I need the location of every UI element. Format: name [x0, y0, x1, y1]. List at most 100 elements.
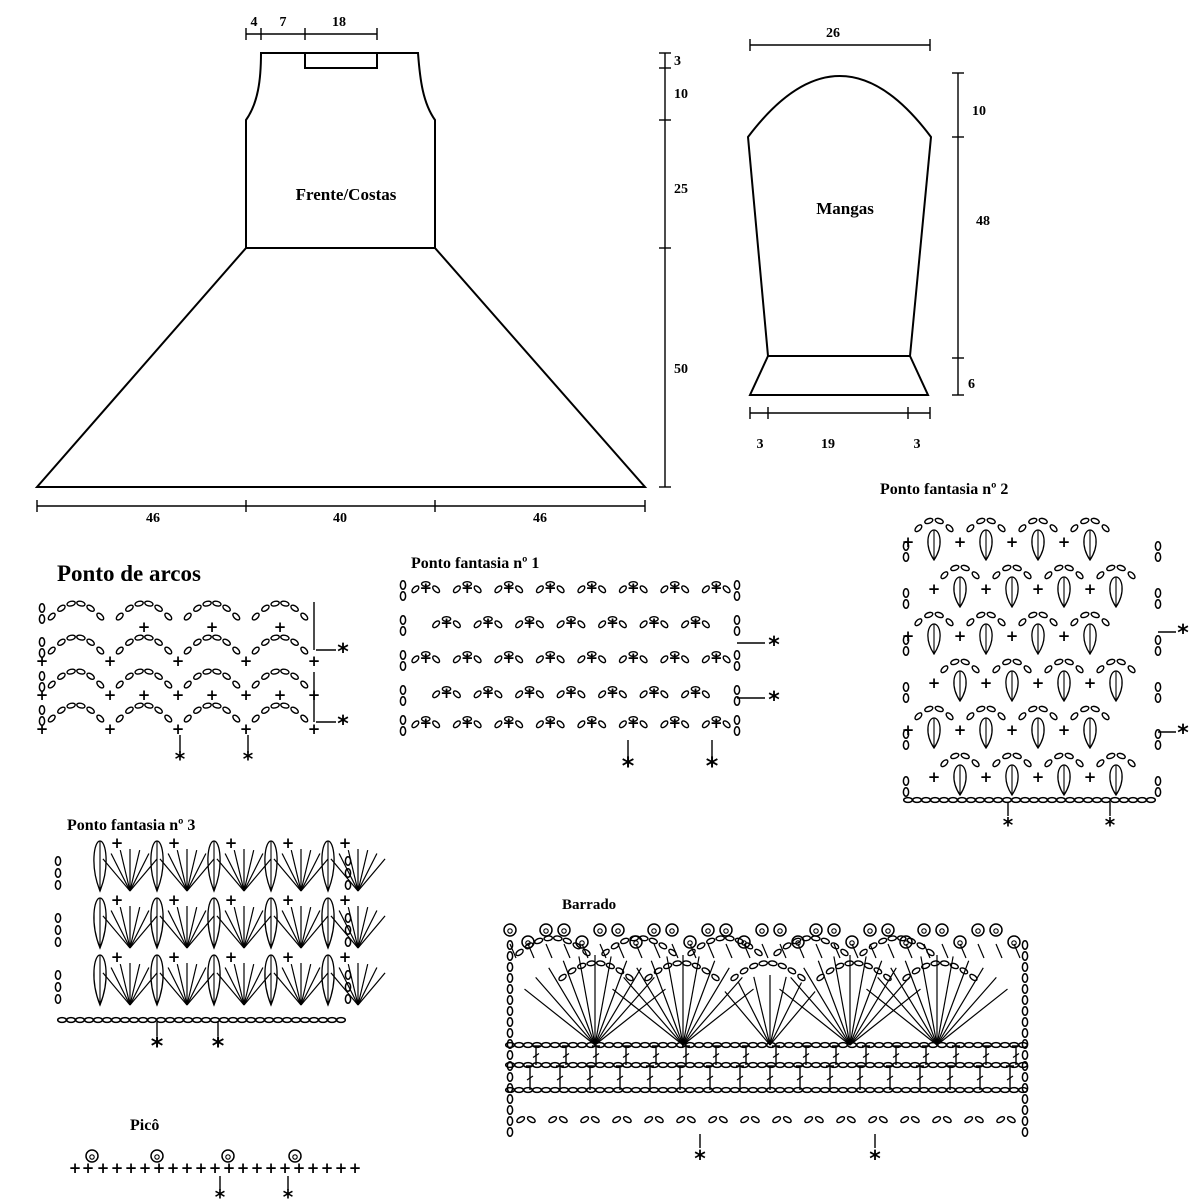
chain-symbol	[950, 658, 960, 666]
chain-symbol	[562, 937, 573, 945]
single-crochet-symbol: +	[1058, 533, 1071, 551]
chain-symbol	[96, 680, 105, 689]
picot-inner	[89, 1154, 95, 1160]
chain-symbol	[232, 646, 241, 655]
chain-symbol	[639, 690, 648, 699]
chain-symbol	[506, 1071, 514, 1083]
chain-symbol	[261, 672, 270, 680]
chain-symbol	[515, 655, 524, 664]
chain-symbol	[545, 581, 556, 588]
chain-symbol	[720, 1041, 732, 1049]
chain-symbol	[1021, 950, 1029, 962]
chain-symbol	[927, 1086, 939, 1094]
fan-stitch-symbol	[216, 915, 245, 949]
picot-symbol	[935, 923, 949, 937]
chain-symbol	[947, 796, 959, 804]
chain-symbol	[1075, 759, 1084, 768]
chain-symbol	[1018, 712, 1027, 721]
chain-symbol	[232, 680, 241, 689]
chain-symbol	[515, 948, 524, 957]
chain-symbol	[535, 655, 544, 664]
fan-stitch-symbol	[682, 960, 716, 1046]
single-crochet-symbol: +	[167, 1159, 180, 1177]
chain-symbol	[399, 660, 407, 672]
chain-symbol	[494, 690, 503, 699]
picot-inner	[292, 1154, 298, 1160]
chain-symbol	[649, 616, 659, 623]
single-crochet-symbol: +	[168, 891, 181, 909]
chain-symbol	[681, 655, 690, 664]
picot-stem	[959, 943, 967, 959]
chain-symbol	[733, 725, 741, 737]
single-crochet-symbol: +	[339, 834, 352, 852]
chain-symbol	[942, 1115, 952, 1124]
chain-symbol	[615, 967, 625, 975]
fan-stitch-symbol	[290, 963, 302, 1006]
fan-stitch-symbol	[186, 910, 207, 949]
chain-symbol	[38, 715, 46, 727]
chain-symbol	[701, 655, 710, 664]
chain-symbol	[586, 716, 597, 723]
fan-stitch-symbol	[769, 991, 816, 1046]
chain-symbol	[452, 720, 461, 729]
chain-symbol	[1127, 665, 1136, 674]
picot-symbol	[863, 923, 877, 937]
picot-symbol	[611, 923, 625, 937]
chain-symbol	[420, 716, 431, 723]
chain-symbol	[1090, 705, 1100, 713]
picot-inner	[831, 928, 837, 934]
fan-stitch-symbol	[186, 853, 207, 892]
chain-symbol	[701, 720, 710, 729]
single-crochet-symbol: +	[293, 1159, 306, 1177]
chain-symbol	[618, 655, 627, 664]
chain-symbol	[929, 796, 941, 804]
chain-symbol	[657, 1061, 669, 1069]
fan-stitch-symbol	[578, 956, 596, 1046]
chain-symbol	[473, 585, 482, 594]
fan-stitch-symbol	[233, 963, 245, 1006]
picot-symbol	[521, 935, 535, 949]
chain-symbol	[1002, 658, 1012, 666]
chain-symbol	[494, 620, 503, 629]
chain-symbol	[202, 668, 212, 675]
chain-symbol	[828, 1086, 840, 1094]
double-crochet-bar	[586, 1075, 594, 1081]
repeat-marker: *	[1177, 621, 1189, 646]
chain-symbol	[971, 665, 980, 674]
picot-inner	[225, 1154, 231, 1160]
chain-symbol	[916, 942, 926, 950]
chain-symbol	[549, 1086, 561, 1094]
picot-stem	[833, 943, 841, 959]
chain-symbol	[758, 960, 769, 967]
chain-symbol	[586, 960, 597, 967]
chain-symbol	[193, 604, 202, 612]
chain-symbol	[119, 1016, 131, 1024]
chain-symbol	[586, 581, 597, 588]
chain-symbol	[272, 1016, 284, 1024]
chain-symbol	[693, 1086, 705, 1094]
chain-symbol	[1021, 1060, 1029, 1072]
picot-inner	[867, 928, 873, 934]
chain-symbol	[473, 690, 482, 699]
chain-symbol	[598, 585, 607, 594]
chain-symbol	[556, 690, 565, 699]
chain-symbol	[125, 604, 134, 612]
single-crochet-symbol: +	[928, 768, 941, 786]
chain-symbol	[902, 728, 910, 740]
chain-symbol	[344, 993, 352, 1005]
chain-symbol	[558, 973, 567, 982]
chain-symbol	[693, 1061, 705, 1069]
chain-symbol	[1021, 1016, 1029, 1028]
chain-symbol	[549, 1041, 561, 1049]
chain-symbol	[54, 855, 62, 867]
chain-symbol	[598, 690, 607, 699]
chain-symbol	[859, 948, 868, 957]
chain-symbol	[639, 655, 648, 664]
chain-symbol	[506, 1104, 514, 1116]
chain-symbol	[639, 620, 648, 629]
picot-symbol	[917, 923, 931, 937]
chain-symbol	[38, 647, 46, 659]
picot-inner	[813, 928, 819, 934]
repeat-marker: *	[151, 1032, 164, 1060]
chain-symbol	[914, 618, 923, 627]
